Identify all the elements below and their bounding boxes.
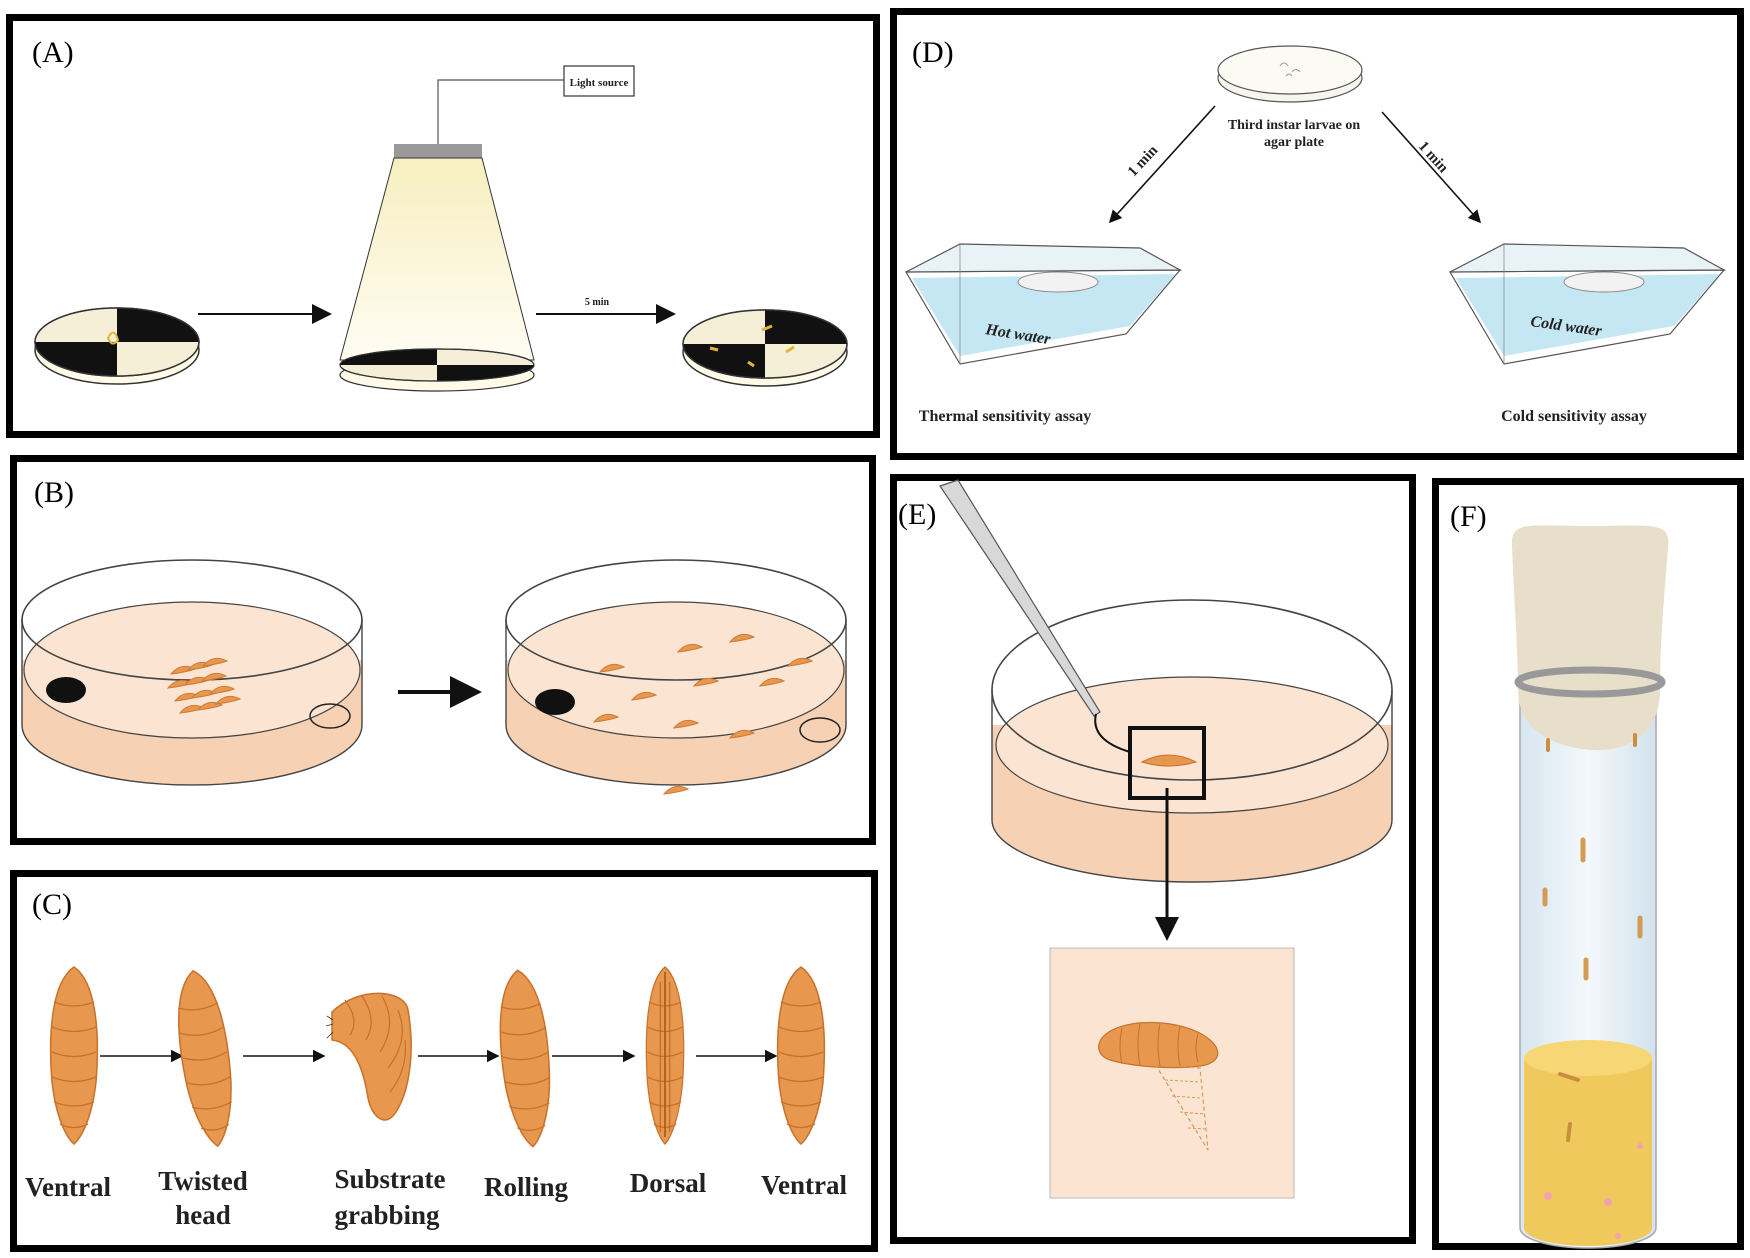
panel-d-drawing: Third instar larvae on agar plate 1 min …	[904, 45, 1727, 425]
vial-food	[1524, 1058, 1652, 1246]
cold-water-tray	[1448, 243, 1727, 365]
panel-f-drawing	[1511, 525, 1669, 1249]
checkerboard-plate-final	[682, 309, 848, 387]
checkerboard-plate-under-light	[339, 348, 535, 392]
black-spot-odor-after	[535, 689, 575, 715]
stage-label-5: Dorsal	[630, 1168, 707, 1198]
zoomed-larva	[1098, 1021, 1219, 1151]
larva-stage-twisted-head	[169, 966, 242, 1151]
hot-water-tray	[904, 243, 1183, 365]
stage-label-6: Ventral	[761, 1170, 847, 1200]
larva-in-plate	[1140, 754, 1198, 767]
time-5min-label: 5 min	[585, 297, 610, 308]
stage-label-3a: Substrate	[334, 1164, 445, 1194]
arrow-d-right	[1381, 111, 1482, 224]
light-cone	[339, 157, 535, 361]
light-source-label: Light source	[570, 77, 629, 89]
panel-c-label: (C)	[32, 888, 72, 921]
agar-plate-top	[1217, 45, 1363, 103]
cold-assay-label: Cold sensitivity assay	[1501, 408, 1647, 425]
larva-stage-rolling	[493, 967, 558, 1150]
ring-spot	[309, 703, 351, 729]
arrow-d-left	[1108, 105, 1216, 224]
stage-label-2b: head	[175, 1200, 231, 1230]
stage-label-3b: grabbing	[334, 1200, 440, 1230]
panel-c-drawing: Ventral Twisted head Substrate grabbing …	[25, 966, 847, 1230]
lamp-head	[394, 144, 482, 158]
larva-stage-substrate-grabbing	[325, 992, 412, 1121]
panel-d	[890, 8, 1744, 460]
panel-e-drawing	[939, 479, 1393, 1199]
vial-plug	[1511, 525, 1669, 751]
vial-food-surface	[1524, 1040, 1652, 1076]
larva-stage-dorsal	[645, 966, 685, 1145]
plate-caption-line2: agar plate	[1264, 135, 1324, 150]
plate-caption-line1: Third instar larvae on	[1228, 118, 1361, 133]
larva-stage-ventral-1	[49, 966, 99, 1145]
plate-b-before	[21, 559, 363, 786]
larva-stage-ventral-2	[776, 966, 826, 1145]
time-right-label: 1 min	[1415, 138, 1452, 176]
ring-spot-after	[799, 717, 841, 743]
panel-b-label: (B)	[34, 476, 74, 509]
panel-a-drawing: Light source 5 min	[34, 65, 848, 392]
panel-a-label: (A)	[32, 36, 74, 69]
vial-larvae	[1542, 837, 1643, 981]
panel-b-drawing	[21, 559, 847, 795]
panel-f-label: (F)	[1450, 500, 1487, 533]
plate-b-after	[505, 559, 847, 795]
stage-label-2a: Twisted	[158, 1166, 248, 1196]
black-spot-odor	[46, 677, 86, 703]
panel-d-label: (D)	[912, 36, 954, 69]
pipette-tip	[939, 479, 1131, 753]
panel-c	[10, 870, 878, 1252]
stage-label-4: Rolling	[484, 1172, 569, 1202]
light-source-box	[563, 65, 635, 97]
stage-label-1: Ventral	[25, 1172, 111, 1202]
checkerboard-plate-initial	[34, 307, 200, 385]
panel-e-label: (E)	[898, 498, 937, 531]
light-cable	[437, 79, 564, 144]
vial-band	[1514, 666, 1666, 698]
time-left-label: 1 min	[1125, 142, 1162, 180]
thermal-assay-label: Thermal sensitivity assay	[919, 408, 1091, 425]
zoomed-view	[1049, 947, 1295, 1199]
